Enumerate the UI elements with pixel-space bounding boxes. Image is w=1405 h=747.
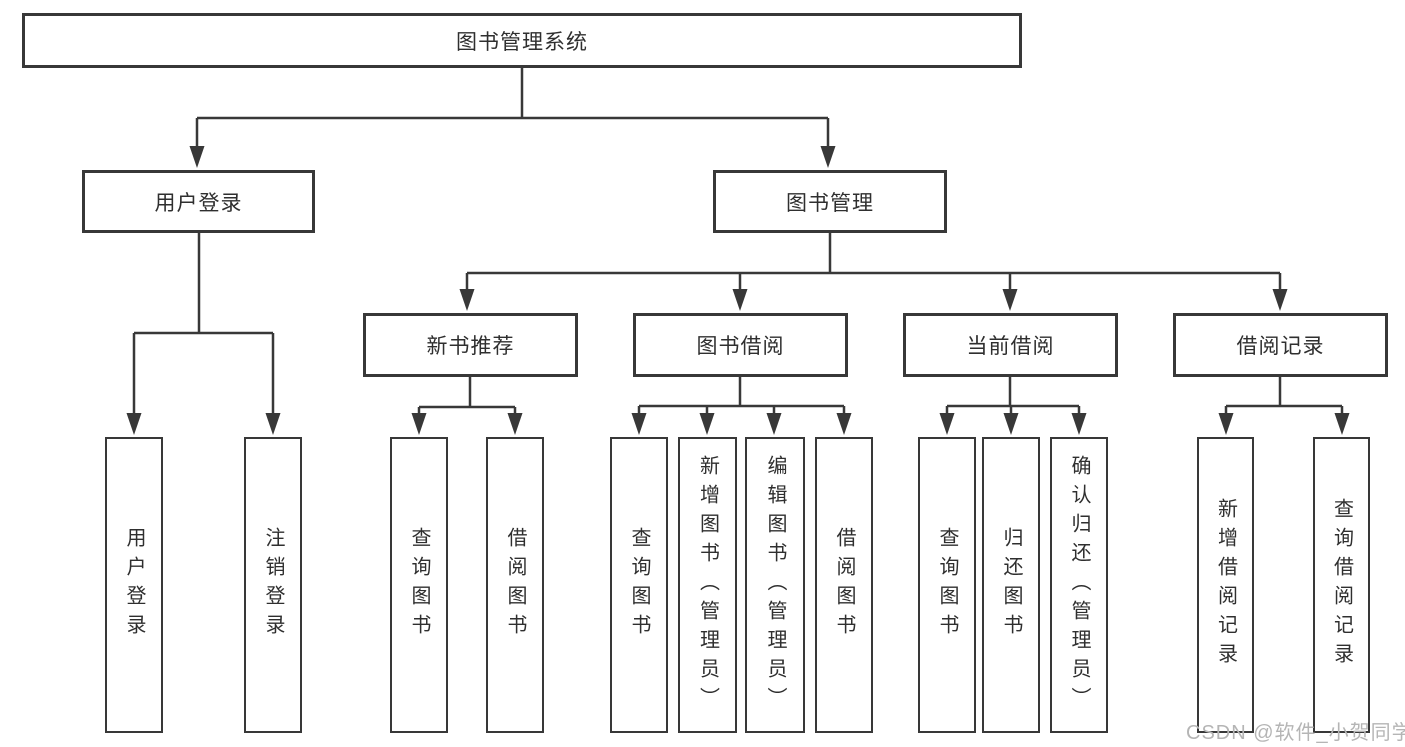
leaf-query-books-recommend: 查询图书: [390, 437, 448, 733]
leaf-query-borrow-record: 查询借阅记录: [1313, 437, 1370, 733]
leaf-label: 注销登录: [262, 527, 284, 643]
leaf-label: 借阅图书: [833, 527, 855, 643]
leaf-return-books: 归还图书: [982, 437, 1040, 733]
node-new-book-recommendation: 新书推荐: [363, 313, 578, 377]
node-user-login: 用户登录: [82, 170, 315, 233]
leaf-confirm-return-admin: 确认归还（管理员）: [1050, 437, 1108, 733]
leaf-label: 查询图书: [628, 527, 650, 643]
leaf-label: 编辑图书（管理员）: [764, 454, 786, 716]
leaf-label: 用户登录: [123, 527, 145, 643]
leaf-label: 归还图书: [1000, 527, 1022, 643]
leaf-add-borrow-record: 新增借阅记录: [1197, 437, 1254, 733]
leaf-query-books-current: 查询图书: [918, 437, 976, 733]
node-book-management-system: 图书管理系统: [22, 13, 1022, 68]
node-current-borrowing: 当前借阅: [903, 313, 1118, 377]
csdn-watermark: CSDN @软件_小贺同学: [1186, 722, 1405, 744]
leaf-label: 新增借阅记录: [1214, 498, 1237, 672]
leaf-logout: 注销登录: [244, 437, 302, 733]
leaf-label: 借阅图书: [504, 527, 526, 643]
arrowheads: [126, 146, 1350, 435]
leaf-label: 查询图书: [408, 527, 430, 643]
leaf-borrow-books-recommend: 借阅图书: [486, 437, 544, 733]
leaf-label: 新增图书（管理员）: [696, 454, 719, 716]
leaf-borrow-books: 借阅图书: [815, 437, 873, 733]
node-book-management: 图书管理: [713, 170, 947, 233]
connector-paths: [132, 68, 1344, 418]
node-borrowing-records: 借阅记录: [1173, 313, 1388, 377]
leaf-label: 查询图书: [936, 527, 958, 643]
leaf-label: 查询借阅记录: [1330, 498, 1353, 672]
leaf-add-books-admin: 新增图书（管理员）: [678, 437, 737, 733]
leaf-query-books-borrowing: 查询图书: [610, 437, 668, 733]
leaf-edit-books-admin: 编辑图书（管理员）: [745, 437, 805, 733]
node-book-borrowing: 图书借阅: [633, 313, 848, 377]
leaf-label: 确认归还（管理员）: [1068, 454, 1090, 716]
leaf-user-login: 用户登录: [105, 437, 163, 733]
